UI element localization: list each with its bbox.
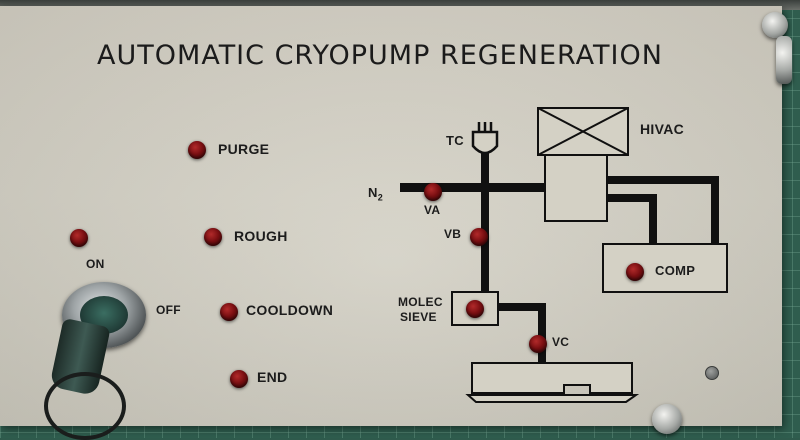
top-edge: [0, 0, 800, 10]
panel-title: AUTOMATIC CRYOPUMP REGENERATION: [97, 40, 663, 71]
comp-label: COMP: [655, 263, 696, 278]
tc-plug-icon: [471, 122, 499, 155]
cooldown-led: [220, 303, 238, 321]
vertical-line-tc-vb: [481, 150, 489, 295]
comp-line-outer: [607, 176, 719, 184]
sieve-to-vc-line: [498, 303, 546, 311]
vb-label: VB: [444, 227, 462, 241]
comp-line-inner: [607, 194, 657, 202]
top-right-thumbscrew[interactable]: [762, 12, 788, 38]
on-label: ON: [86, 257, 105, 271]
panel-screw: [705, 366, 719, 380]
comp-line-outer-v: [711, 176, 719, 244]
rough-label: ROUGH: [234, 228, 288, 244]
power-led: [70, 229, 88, 247]
va-label: VA: [424, 203, 441, 217]
va-led: [424, 183, 442, 201]
end-label: END: [257, 369, 288, 385]
bottom-thumbscrew[interactable]: [652, 404, 682, 434]
comp-led: [626, 263, 644, 281]
vc-led: [529, 335, 547, 353]
molec-sieve-led: [466, 300, 484, 318]
tc-label: TC: [446, 133, 464, 148]
hivac-valve-icon: [537, 107, 629, 156]
cryopump-body: [544, 154, 608, 222]
n2-label: N2: [368, 185, 384, 203]
purge-led: [188, 141, 206, 159]
comp-box: [602, 243, 728, 293]
purge-label: PURGE: [218, 141, 270, 157]
cooldown-label: COOLDOWN: [246, 302, 334, 318]
top-right-thumbscrew-shaft: [776, 36, 792, 84]
vc-label: VC: [552, 335, 570, 349]
end-led: [230, 370, 248, 388]
n2-line: [400, 183, 545, 192]
rough-led: [204, 228, 222, 246]
rough-pump-icon: [465, 362, 640, 403]
comp-line-inner-v: [649, 194, 657, 244]
molec-label: MOLEC: [398, 295, 443, 309]
off-label: OFF: [156, 303, 181, 317]
hivac-label: HIVAC: [640, 121, 685, 137]
sieve-label: SIEVE: [400, 310, 437, 324]
vc-vertical-line: [538, 303, 546, 363]
vb-led: [470, 228, 488, 246]
